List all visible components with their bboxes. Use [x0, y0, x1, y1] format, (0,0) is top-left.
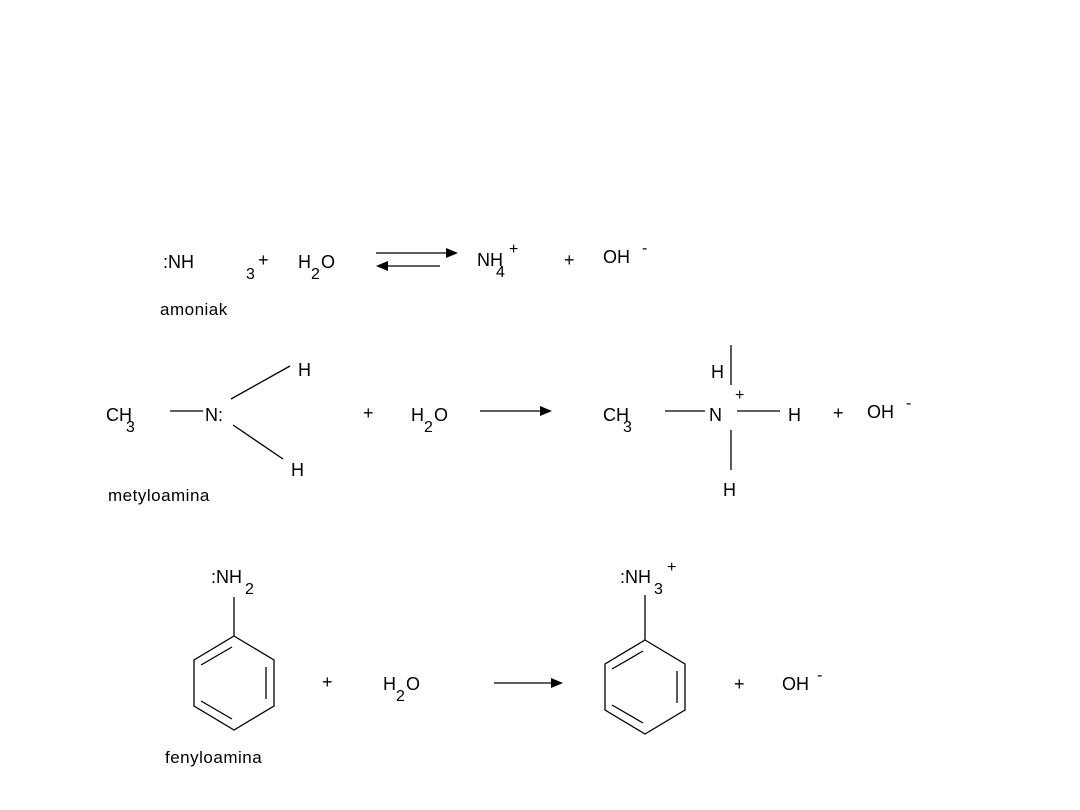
- plus-sign: +: [564, 250, 575, 270]
- water-o: O: [321, 252, 335, 272]
- ammonium-subscript: 4: [496, 264, 505, 281]
- water-subscript: 2: [311, 266, 320, 283]
- hydroxide-formula: OH: [603, 247, 630, 267]
- hydroxide-formula: OH: [782, 674, 809, 694]
- methyl-group: CH: [603, 405, 629, 425]
- hydrogen-top: H: [711, 362, 724, 382]
- nitrogen-atom: N:: [205, 405, 223, 425]
- reaction-methylamine: CH 3 N: H H + H 2 O CH 3 N + H H H + OH …: [106, 345, 911, 505]
- water-o: O: [434, 405, 448, 425]
- plus-sign: +: [258, 250, 269, 270]
- compound-name-metyloamina: metyloamina: [108, 486, 210, 505]
- nitrogen-atom: N: [709, 405, 722, 425]
- water-h: H: [411, 405, 424, 425]
- compound-name-amoniak: amoniak: [160, 300, 228, 319]
- ammonium-formula: NH: [477, 250, 503, 270]
- anilinium-subscript: 3: [654, 581, 663, 598]
- amine-group: :NH: [211, 567, 242, 587]
- amine-subscript: 2: [245, 581, 254, 598]
- hydroxide-charge: -: [906, 395, 911, 412]
- hydroxide-charge: -: [817, 667, 822, 684]
- compound-name-fenyloamina: fenyloamina: [165, 748, 262, 767]
- reaction-aniline: :NH 2 + H 2 O :NH 3 + + OH - fenyloamina: [165, 559, 822, 767]
- equilibrium-arrow: [376, 248, 458, 271]
- hydrogen-right: H: [788, 405, 801, 425]
- hydroxide-charge: -: [642, 240, 647, 257]
- reaction-ammonia: :NH 3 + H 2 O NH 4 + + OH - amoniak: [160, 240, 647, 319]
- benzene-ring: [604, 639, 686, 735]
- hydrogen-bottom: H: [723, 480, 736, 500]
- plus-sign: +: [363, 403, 374, 423]
- plus-sign: +: [322, 672, 333, 692]
- hydrogen-top: H: [298, 360, 311, 380]
- methyl-group: CH: [106, 405, 132, 425]
- ammonia-subscript: 3: [246, 266, 255, 283]
- methyl-subscript: 3: [126, 419, 135, 436]
- anilinium-charge: +: [667, 559, 676, 576]
- methyl-subscript: 3: [623, 419, 632, 436]
- ammonium-charge: +: [735, 387, 744, 404]
- anilinium-group: :NH: [620, 567, 651, 587]
- water-o: O: [406, 674, 420, 694]
- plus-sign: +: [734, 674, 745, 694]
- reaction-arrow: [480, 406, 552, 416]
- hydroxide-formula: OH: [867, 402, 894, 422]
- ammonia-formula: :NH: [163, 252, 194, 272]
- hydrogen-bottom: H: [291, 460, 304, 480]
- water-h: H: [383, 674, 396, 694]
- water-subscript: 2: [424, 419, 433, 436]
- reaction-arrow: [494, 678, 563, 688]
- water-subscript: 2: [396, 688, 405, 705]
- ammonium-charge: +: [509, 241, 518, 258]
- plus-sign: +: [833, 403, 844, 423]
- benzene-ring: [193, 635, 275, 731]
- water-h: H: [298, 252, 311, 272]
